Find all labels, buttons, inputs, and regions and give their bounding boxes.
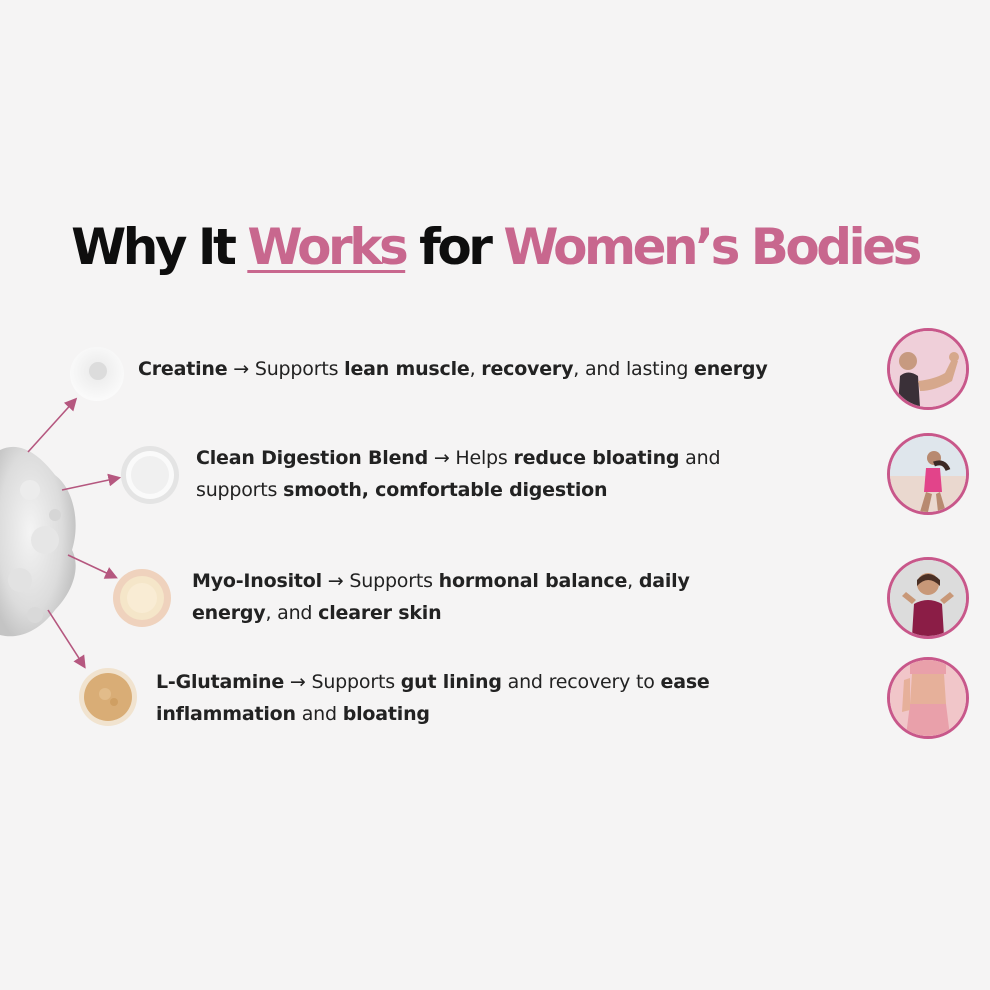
ingredient-name: Myo-Inositol <box>192 570 322 592</box>
woman-midriff-photo <box>887 657 969 739</box>
tan-powder-icon <box>79 668 137 726</box>
ingredient-l-glutamine: L-Glutamine → Supports gut lining and re… <box>156 671 710 725</box>
ingredient-myo-inositol: Myo-Inositol → Supports hormonal balance… <box>192 570 690 624</box>
ingredient-name: Creatine <box>138 358 228 380</box>
white-powder-bowl-icon <box>121 446 179 504</box>
ingredient-creatine: Creatine → Supports lean muscle, recover… <box>138 358 768 380</box>
title-part-3: for <box>419 218 493 276</box>
title-part-1: Why It <box>71 218 237 276</box>
title-part-2: Works <box>247 218 408 276</box>
page-title: Why It Works for Women’s Bodies <box>0 218 990 276</box>
woman-flexing-photo <box>887 328 969 410</box>
powder-pile-image <box>0 446 76 637</box>
ingredient-name: Clean Digestion Blend <box>196 447 428 469</box>
white-powder-icon <box>70 347 124 401</box>
ingredient-digestion-blend: Clean Digestion Blend → Helps reduce blo… <box>196 447 721 501</box>
woman-workout-photo <box>887 557 969 639</box>
ingredient-name: L-Glutamine <box>156 671 285 693</box>
woman-running-beach-photo <box>887 433 969 515</box>
title-part-4: Women’s Bodies <box>503 218 922 276</box>
cream-powder-icon <box>113 569 171 627</box>
